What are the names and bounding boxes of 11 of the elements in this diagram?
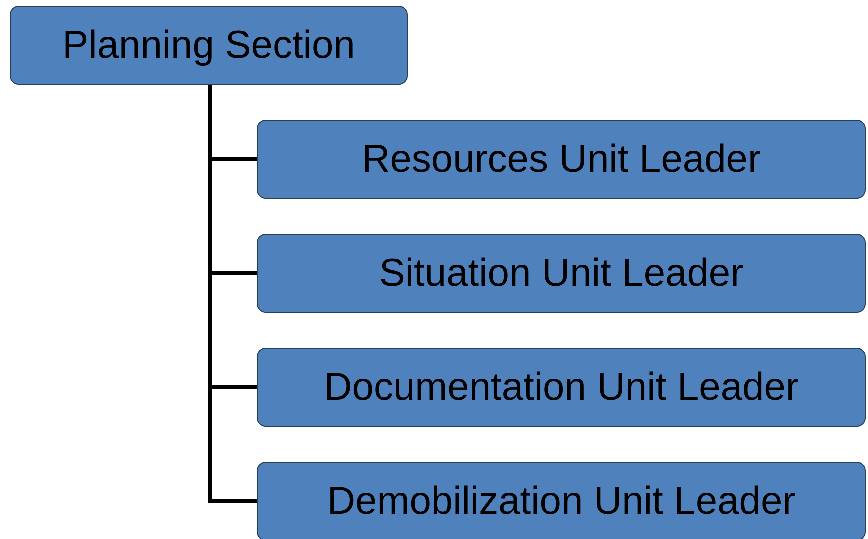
box-label: Situation Unit Leader	[379, 252, 744, 296]
section-box	[10, 6, 408, 85]
unit-box	[257, 462, 866, 539]
unit-box	[257, 348, 866, 427]
box-label: Documentation Unit Leader	[324, 366, 799, 410]
box-label: Demobilization Unit Leader	[327, 480, 796, 524]
box-label: Resources Unit Leader	[362, 138, 761, 182]
unit-box	[257, 234, 866, 313]
unit-box	[257, 120, 866, 199]
box-label: Planning Section	[62, 24, 356, 68]
connector-line	[208, 85, 257, 504]
